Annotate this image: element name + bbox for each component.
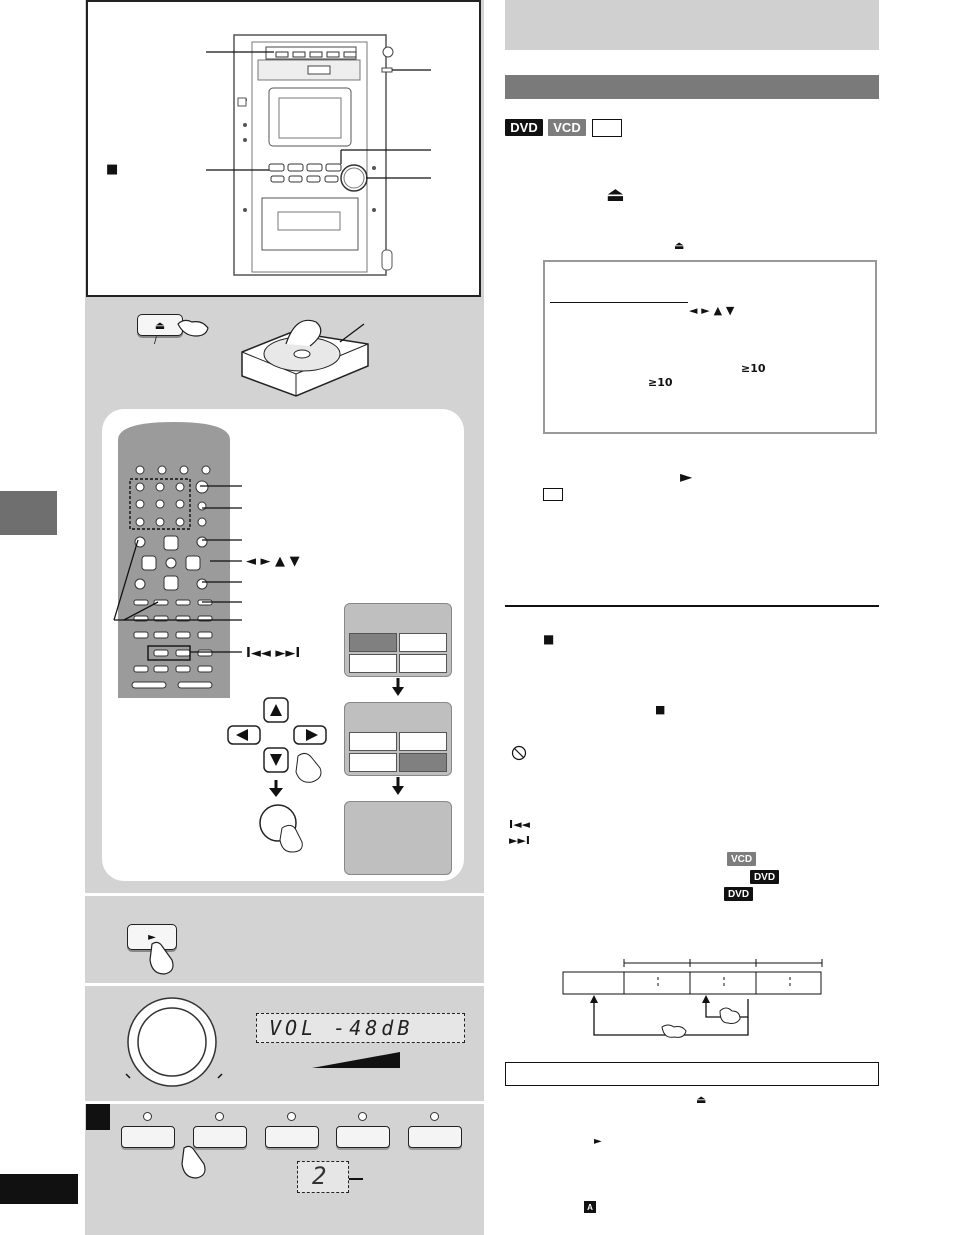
disc-number-readout: 2	[312, 1162, 327, 1190]
play-symbol-bottom: ►	[594, 1136, 602, 1147]
unit-illustration-frame	[86, 0, 481, 297]
step-divider-1	[85, 893, 484, 896]
finger-press-icon-play	[149, 941, 174, 975]
volume-readout: VOL -48dB	[269, 1016, 414, 1040]
slash-mark: /	[154, 336, 157, 347]
menu-screen-1	[344, 603, 452, 677]
section-tab-gray	[0, 491, 57, 535]
stereo-unit-illustration	[206, 34, 431, 276]
letter-a-box: A	[584, 1201, 596, 1213]
bordered-heading-box	[505, 1062, 879, 1086]
section-rule	[505, 605, 879, 607]
cd-badge-outline-2	[543, 488, 563, 501]
header-gray-band	[505, 0, 879, 50]
menu-screen-2	[344, 702, 452, 776]
dvd-badge: DVD	[505, 119, 543, 136]
volume-knob-illustration	[125, 997, 223, 1087]
note-ge10-second: ≥10	[648, 376, 673, 389]
stop-symbol-text-2: ■	[655, 703, 666, 716]
disc-led-2	[215, 1112, 224, 1121]
disc-led-4	[358, 1112, 367, 1121]
disc-led-1	[143, 1112, 152, 1121]
eject-symbol-large: ⏏	[606, 182, 625, 206]
disc-led-5	[430, 1112, 439, 1121]
stop-symbol-unit: ■	[106, 162, 119, 177]
eject-symbol-small: ⏏	[674, 239, 685, 252]
disc-button-5[interactable]	[408, 1126, 462, 1148]
disc-button-3[interactable]	[265, 1126, 319, 1148]
play-symbol-step: ►	[680, 467, 693, 486]
disc-tray-illustration	[241, 319, 369, 397]
menu-screen-3	[344, 801, 452, 875]
finger-press-icon	[177, 319, 209, 337]
step-number-block	[86, 1104, 110, 1130]
note-arrow-keys: ◄ ► ▲ ▼	[689, 304, 735, 317]
menu-cell-2a	[349, 732, 397, 751]
disc-led-3	[287, 1112, 296, 1121]
finger-press-icon-disc	[181, 1145, 206, 1179]
menu-cell-1b	[399, 633, 447, 652]
skip-forward-icon: ►►I	[509, 834, 531, 847]
prohibited-icon	[511, 745, 527, 761]
menu-cell-2d	[399, 753, 447, 772]
note-heading-underline	[550, 302, 688, 303]
note-box: ◄ ► ▲ ▼ ≥10 ≥10	[543, 260, 877, 434]
cd-badge-outline	[592, 119, 622, 137]
eject-icon: ⏏	[154, 318, 166, 332]
eject-symbol-bottom: ⏏	[696, 1093, 707, 1106]
menu-cell-2c	[349, 753, 397, 772]
vcd-badge-small: VCD	[727, 852, 756, 866]
menu-cell-1a	[349, 633, 397, 652]
down-arrow-icon-2	[392, 777, 404, 795]
volume-display: VOL -48dB	[256, 1013, 465, 1043]
chapter-skip-diagram	[562, 959, 823, 1038]
volume-level-wedge	[312, 1052, 400, 1068]
down-arrow-icon	[392, 678, 404, 696]
dvd-badge-small: DVD	[750, 870, 779, 884]
disc-display-callout	[349, 1178, 363, 1180]
section-tab-black	[0, 1174, 78, 1204]
dvd-badge-small-2: DVD	[724, 887, 753, 901]
menu-cell-2b	[399, 732, 447, 751]
disc-button-2[interactable]	[193, 1126, 247, 1148]
letter-a-label: A	[587, 1202, 593, 1212]
disc-button-4[interactable]	[336, 1126, 390, 1148]
remote-callout-lines	[113, 485, 242, 653]
skip-back-icon: I◄◄	[509, 818, 531, 831]
step-divider-2	[85, 983, 484, 986]
note-ge10-first: ≥10	[741, 362, 766, 375]
disc-number-display: 2	[297, 1161, 349, 1193]
step-divider-3	[85, 1101, 484, 1104]
section-title-bar	[505, 75, 879, 99]
vcd-badge: VCD	[548, 119, 586, 136]
disc-button-1[interactable]	[121, 1126, 175, 1148]
cursor-keys-illustration	[227, 697, 327, 853]
remote-skip-label: I◄◄ ►►I	[246, 646, 301, 661]
menu-cell-1d	[399, 654, 447, 673]
play-icon: ►	[148, 931, 156, 943]
menu-cell-1c	[349, 654, 397, 673]
stop-symbol-text: ■	[543, 632, 555, 646]
remote-arrow-label: ◄ ► ▲ ▼	[246, 554, 300, 569]
